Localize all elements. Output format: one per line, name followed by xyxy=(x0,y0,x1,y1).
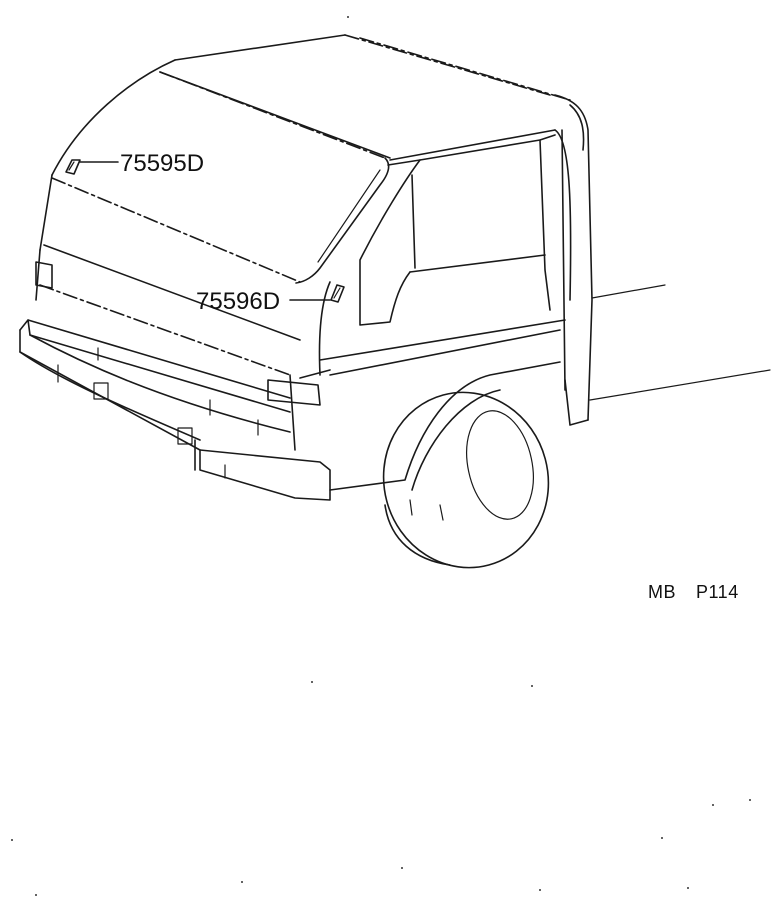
footer-code-left: MB xyxy=(648,582,676,602)
part-75596D-marker xyxy=(289,284,345,303)
callout-75595D-label: 75595D xyxy=(120,150,205,177)
front-bumper xyxy=(19,261,331,501)
part-75595D-marker xyxy=(65,159,119,175)
scan-dots xyxy=(11,16,751,896)
callout-75596D-label: 75596D xyxy=(196,288,281,315)
footer-code-right: P114 xyxy=(696,582,739,602)
cab-body-outline xyxy=(35,34,771,426)
front-wheel xyxy=(329,361,561,569)
